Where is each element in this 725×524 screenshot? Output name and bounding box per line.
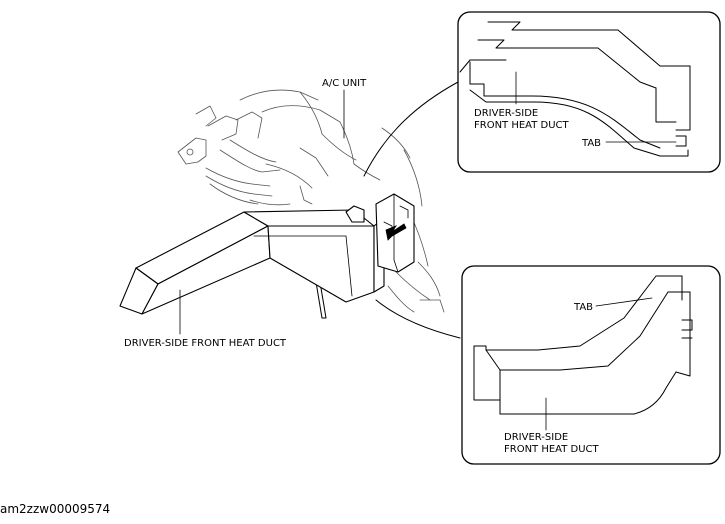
figure-id-caption: am2zzw00009574 [0,502,111,516]
bottom-tab-label: TAB [573,302,593,313]
bottom-duct-label-line1: DRIVER-SIDE [504,432,568,443]
removal-direction-arrow-icon [385,223,407,241]
bottom-detail-callout: TAB DRIVER-SIDE FRONT HEAT DUCT [461,265,721,465]
ac-unit-label: A/C UNIT [322,78,367,89]
top-duct-label-line2: FRONT HEAT DUCT [474,120,570,131]
bottom-callout-leader-curve [375,299,461,339]
top-detail-callout: DRIVER-SIDE FRONT HEAT DUCT TAB [457,11,721,173]
bottom-tab-leader-line [595,297,653,307]
main-duct-label: DRIVER-SIDE FRONT HEAT DUCT [124,338,287,349]
top-tab-label: TAB [581,138,601,149]
bottom-duct-label-line2: FRONT HEAT DUCT [504,444,600,455]
top-callout-leader-curve [363,81,459,177]
main-heat-duct [119,205,385,319]
duct-connector-bracket [375,193,415,273]
ac-unit-illustration [177,89,445,313]
top-duct-label-line1: DRIVER-SIDE [474,108,538,119]
heat-duct-removal-diagram: DRIVER-SIDE FRONT HEAT DUCT TAB TAB DRIV… [119,11,721,465]
